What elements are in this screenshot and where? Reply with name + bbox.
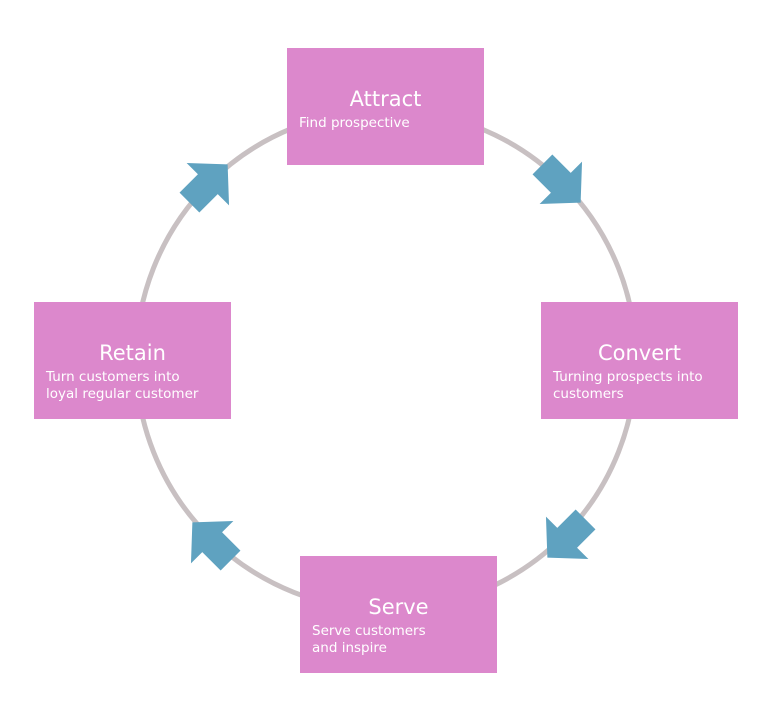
arrow-attract-to-convert xyxy=(532,154,583,205)
stage-retain: Retain Turn customers into loyal regular… xyxy=(34,302,231,419)
stage-retain-title: Retain xyxy=(99,341,166,365)
stage-serve-description: Serve customers and inspire xyxy=(312,623,426,656)
stage-serve: Serve Serve customers and inspire xyxy=(300,556,497,673)
stage-attract-description: Find prospective xyxy=(299,115,410,131)
stage-attract: Attract Find prospective xyxy=(287,48,484,165)
arrow-serve-to-retain xyxy=(190,520,241,571)
arrow-retain-to-attract xyxy=(179,162,230,213)
stage-attract-title: Attract xyxy=(349,87,422,111)
stage-convert: Convert Turning prospects into customers xyxy=(541,302,738,419)
stage-retain-description: Turn customers into loyal regular custom… xyxy=(46,369,199,402)
stage-convert-title: Convert xyxy=(597,341,682,365)
arrow-convert-to-serve xyxy=(545,509,596,560)
stage-serve-title: Serve xyxy=(368,595,429,619)
stage-convert-description: Turning prospects into customers xyxy=(553,369,703,402)
